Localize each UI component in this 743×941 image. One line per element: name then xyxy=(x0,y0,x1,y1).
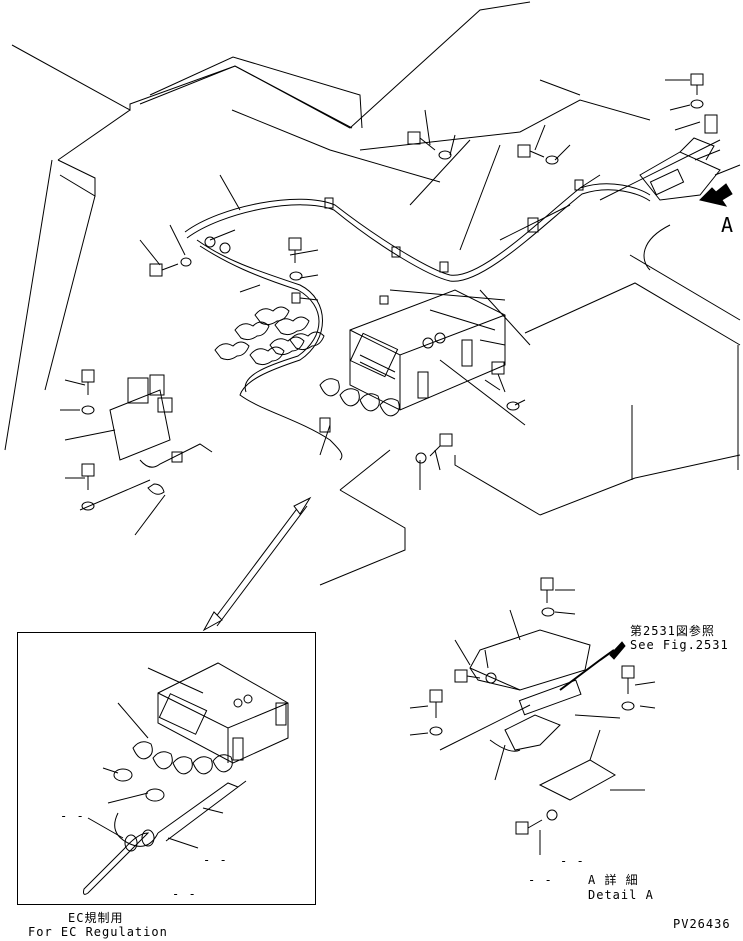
dash-marker: - - xyxy=(60,809,85,823)
leader-lines xyxy=(60,79,741,536)
controller-unit xyxy=(349,289,506,411)
machine-body-outline xyxy=(4,1,741,586)
ec-regulation-title-jp: EC規制用 xyxy=(68,911,124,925)
view-arrow xyxy=(699,183,733,207)
dash-marker: - - xyxy=(203,853,228,867)
wire-harness xyxy=(184,179,651,461)
relay-bracket xyxy=(109,374,213,495)
inset-pointer-arrow xyxy=(202,496,312,632)
detail-a-title-en: Detail A xyxy=(588,888,654,902)
detail-a-title-jp: A 詳 細 xyxy=(588,873,639,887)
detail-a-drawing xyxy=(409,577,656,855)
inset-drawing xyxy=(83,662,289,895)
bolts-washers xyxy=(81,73,704,511)
view-a-letter: A xyxy=(721,213,734,237)
dash-marker: - - xyxy=(528,873,553,887)
dash-marker: - - xyxy=(172,887,197,901)
fig-reference-en: See Fig.2531 xyxy=(630,638,729,652)
sensor-assembly xyxy=(639,114,721,201)
ec-regulation-inset xyxy=(17,632,316,905)
connector-cluster xyxy=(214,306,400,417)
ec-regulation-title-en: For EC Regulation xyxy=(28,925,168,939)
drawing-number: PV26436 xyxy=(673,917,731,931)
fig-reference-jp: 第2531図参照 xyxy=(630,624,715,638)
dash-marker: - - xyxy=(560,854,585,868)
